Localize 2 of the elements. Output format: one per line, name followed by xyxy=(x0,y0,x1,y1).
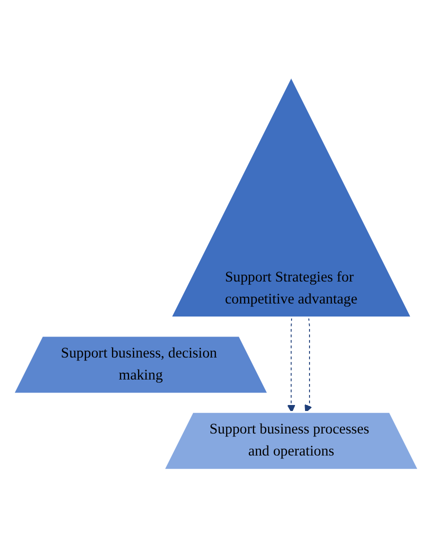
arrow xyxy=(304,318,312,414)
arrow xyxy=(287,318,296,414)
